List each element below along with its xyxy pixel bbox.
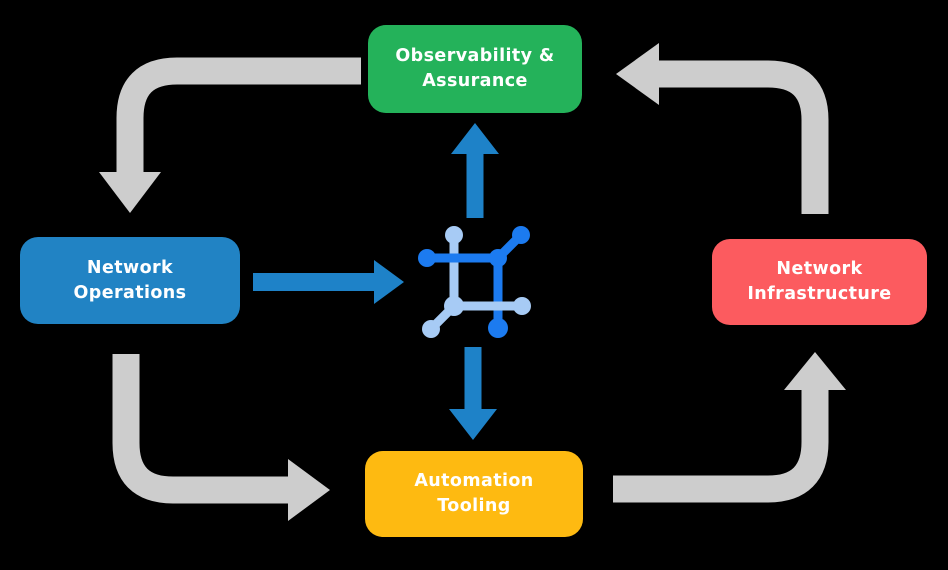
node-label-line: Operations (73, 282, 187, 303)
arrow-tooling-to-infrastructure (613, 352, 846, 503)
arrow-shaft (659, 60, 829, 214)
node-label-line: Network (86, 257, 174, 278)
node-observability-assurance: Observability & Assurance (368, 25, 582, 113)
arrow-operations-to-tooling (112, 354, 330, 521)
node-label: Network Infrastructure (712, 257, 927, 307)
network-automation-icon-svg (418, 226, 531, 338)
node-label: Observability & Assurance (368, 44, 582, 94)
icon-dark-lines (422, 230, 526, 329)
arrow-shaft (116, 57, 361, 173)
arrow-icon-to-observability (451, 123, 499, 218)
arrow-head-up (451, 123, 499, 154)
arrow-shaft (112, 354, 288, 504)
node-label-line: Network (776, 259, 863, 280)
arrow-head-down (449, 409, 497, 440)
arrow-observability-to-operations (99, 57, 361, 213)
node-label-line: Infrastructure (747, 284, 892, 304)
arrow-icon-to-tooling (449, 347, 497, 440)
node-label: Network Operations (20, 256, 240, 306)
arrow-shaft (613, 389, 829, 503)
arrow-head-right (288, 459, 330, 521)
network-automation-icon (414, 222, 534, 342)
node-label-line: Assurance (422, 71, 528, 91)
arrow-head-down (99, 172, 161, 213)
node-label-line: Tooling (437, 496, 511, 516)
node-label-line: Automation (414, 471, 534, 492)
node-label-line: Observability & (395, 46, 555, 67)
arrow-head-right (374, 260, 404, 304)
node-label: Automation Tooling (365, 469, 583, 519)
node-network-operations: Network Operations (20, 237, 240, 324)
arrow-head-left (616, 43, 659, 105)
node-automation-tooling: Automation Tooling (365, 451, 583, 537)
arrow-head-up (784, 352, 846, 390)
node-network-infrastructure: Network Infrastructure (712, 239, 927, 325)
arrow-operations-to-icon (253, 260, 404, 304)
arrow-infrastructure-to-observability (616, 43, 829, 214)
icon-light-nodes (422, 226, 531, 338)
icon-dark-nodes (418, 226, 530, 338)
